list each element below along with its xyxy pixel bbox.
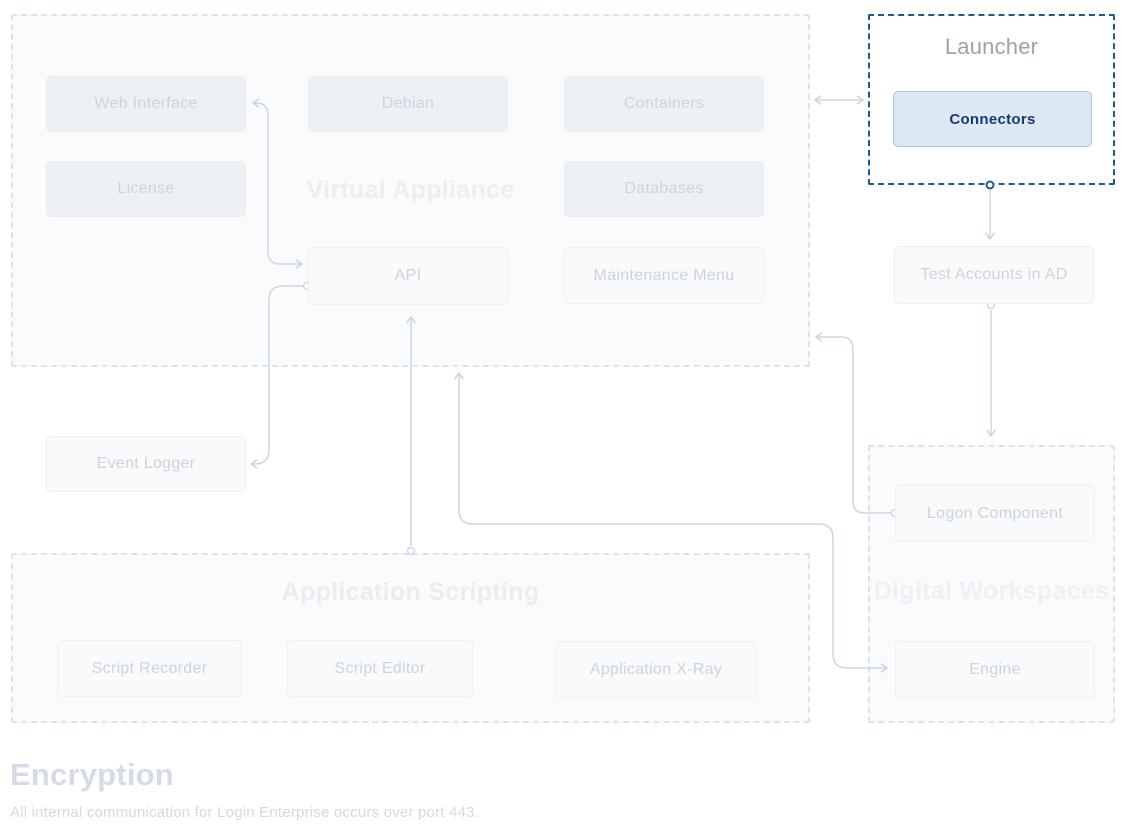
node-connectors[interactable]: Connectors bbox=[893, 91, 1092, 147]
node-script-recorder[interactable]: Script Recorder bbox=[57, 640, 242, 697]
node-web-interface[interactable]: Web Interface bbox=[46, 76, 246, 132]
node-maintenance-menu[interactable]: Maintenance Menu bbox=[564, 247, 764, 304]
node-debian[interactable]: Debian bbox=[308, 76, 508, 132]
node-event-logger[interactable]: Event Logger bbox=[46, 436, 246, 492]
node-script-editor[interactable]: Script Editor bbox=[287, 640, 473, 697]
node-engine[interactable]: Engine bbox=[895, 641, 1095, 698]
encryption-heading: Encryption bbox=[10, 757, 174, 792]
node-test-accounts-in-ad[interactable]: Test Accounts in AD bbox=[894, 246, 1094, 304]
node-license[interactable]: License bbox=[46, 161, 246, 217]
node-api[interactable]: API bbox=[308, 247, 508, 305]
node-application-x-ray[interactable]: Application X-Ray bbox=[556, 641, 756, 698]
node-logon-component[interactable]: Logon Component bbox=[895, 485, 1095, 542]
encryption-body: All internal communication for Login Ent… bbox=[10, 804, 480, 821]
node-databases[interactable]: Databases bbox=[564, 161, 764, 217]
node-containers[interactable]: Containers bbox=[564, 76, 764, 132]
